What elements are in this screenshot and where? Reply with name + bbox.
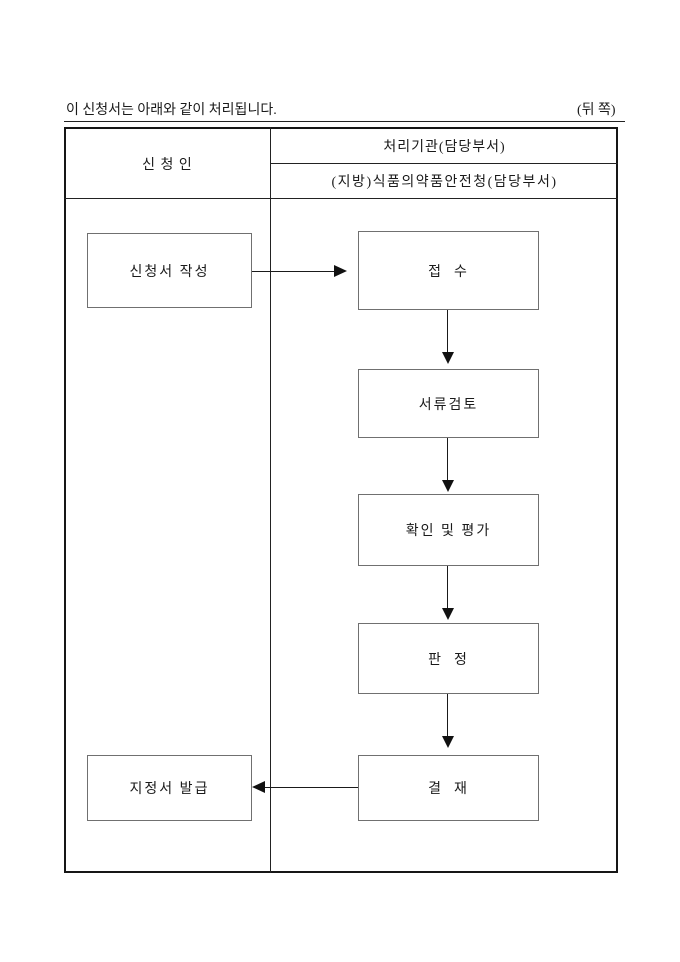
arrow-line-review-to-evaluation: [447, 438, 448, 480]
box-approval: 결 재: [358, 755, 539, 821]
arrow-left-icon: [252, 781, 265, 793]
arrow-down-icon: [442, 480, 454, 492]
arrow-down-icon: [442, 608, 454, 620]
arrow-right-icon: [334, 265, 347, 277]
box-confirm-evaluate: 확인 및 평가: [358, 494, 539, 566]
column-divider: [270, 127, 271, 873]
applicant-column-header: 신 청 인: [142, 157, 193, 173]
header-bottom-divider: [64, 198, 618, 199]
arrow-line-approval-to-issue: [265, 787, 358, 788]
arrow-down-icon: [442, 352, 454, 364]
box-application-write: 신청서 작성: [87, 233, 252, 308]
arrow-line-judgment-to-approval: [447, 694, 448, 736]
caption-underline: [64, 121, 625, 122]
agency-column-subheader: (지방)식품의약품안전청(담당부서): [331, 174, 558, 190]
arrow-line-evaluation-to-judgment: [447, 566, 448, 608]
box-certificate-issue: 지정서 발급: [87, 755, 252, 821]
arrow-down-icon: [442, 736, 454, 748]
arrow-line-receipt-to-review: [447, 310, 448, 352]
arrow-line-write-to-receipt: [252, 271, 334, 272]
box-receipt: 접 수: [358, 231, 539, 310]
agency-column-header: 처리기관(담당부서): [383, 139, 506, 155]
process-table-frame: [64, 127, 618, 873]
intro-text: 이 신청서는 아래와 같이 처리됩니다.: [66, 103, 277, 118]
box-judgment: 판 정: [358, 623, 539, 694]
box-document-review: 서류검토: [358, 369, 539, 438]
agency-header-divider: [271, 163, 618, 164]
back-side-label: (뒤 쪽): [577, 103, 616, 118]
